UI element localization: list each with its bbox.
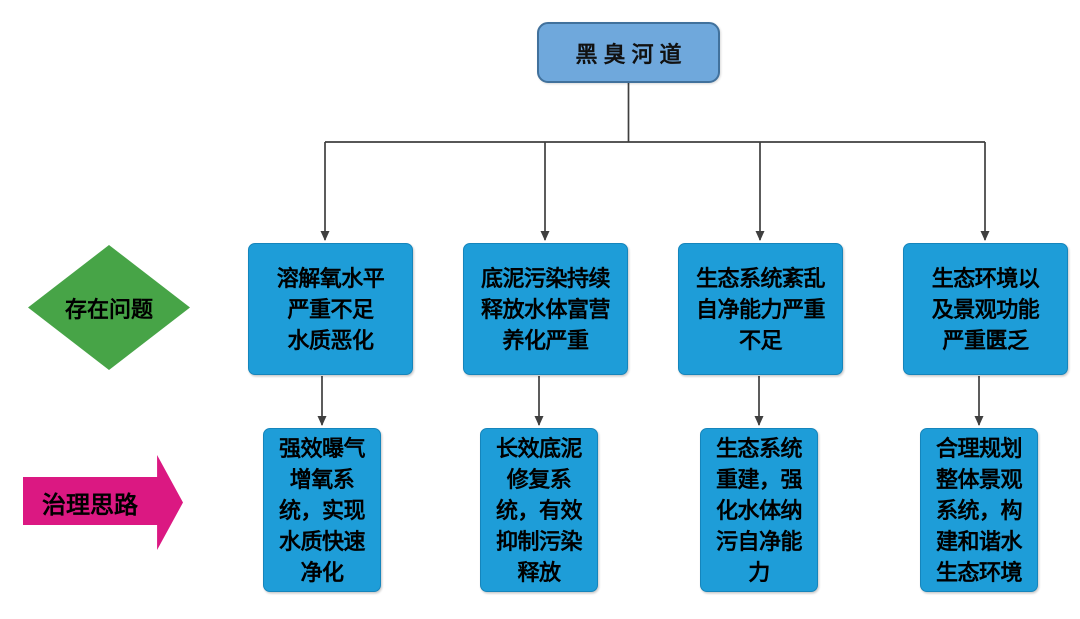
- root-node: 黑臭河道: [537, 22, 720, 83]
- solution-node-2-text: 长效底泥 修复系 统，有效 抑制污染 释放: [495, 435, 583, 585]
- problems-row-marker: 存在问题: [28, 245, 190, 370]
- diamond-icon: [28, 245, 190, 370]
- solution-node-1-text: 强效曝气 增氧系 统，实现 水质快速 净化: [278, 435, 366, 585]
- solutions-row-marker: 治理思路: [23, 455, 183, 550]
- problems-row-label: 存在问题: [64, 296, 153, 322]
- problem-node-3: 生态系统紊乱 自净能力严重 不足: [678, 243, 843, 375]
- problem-node-2-text: 底泥污染持续 释放水体富营 养化严重: [480, 265, 611, 353]
- solution-node-4-text: 合理规划 整体景观 系统，构 建和谐水 生态环境: [935, 435, 1023, 585]
- solution-node-3-text: 生态系统 重建，强 化水体纳 污自净能 力: [715, 435, 803, 585]
- solution-node-2: 长效底泥 修复系 统，有效 抑制污染 释放: [480, 428, 598, 592]
- solutions-row-label: 治理思路: [42, 492, 138, 519]
- problem-node-2: 底泥污染持续 释放水体富营 养化严重: [463, 243, 628, 375]
- problem-node-4: 生态环境以 及景观功能 严重匮乏: [903, 243, 1068, 375]
- solution-node-4: 合理规划 整体景观 系统，构 建和谐水 生态环境: [920, 428, 1038, 592]
- root-node-label: 黑臭河道: [575, 41, 688, 68]
- solution-node-3: 生态系统 重建，强 化水体纳 污自净能 力: [700, 428, 818, 592]
- problem-node-3-text: 生态系统紊乱 自净能力严重 不足: [695, 265, 826, 353]
- solution-node-1: 强效曝气 增氧系 统，实现 水质快速 净化: [263, 428, 381, 592]
- problem-node-1: 溶解氧水平 严重不足 水质恶化: [248, 243, 413, 375]
- problem-node-4-text: 生态环境以 及景观功能 严重匮乏: [931, 265, 1040, 353]
- problem-node-1-text: 溶解氧水平 严重不足 水质恶化: [276, 265, 385, 353]
